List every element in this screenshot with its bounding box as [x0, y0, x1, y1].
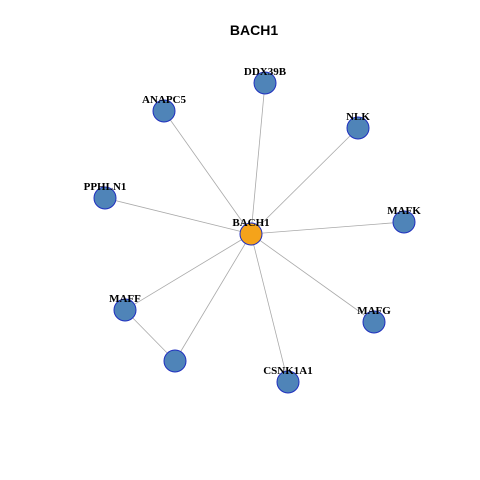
node-label-nlk: NLK	[346, 111, 370, 123]
node-label-mafk: MAFK	[387, 205, 421, 217]
edges-layer	[104, 82, 405, 383]
node-maff	[113, 298, 137, 322]
edge-bach1-unlabeled	[174, 233, 252, 362]
node-label-bach1: BACH1	[232, 217, 269, 229]
node-label-pphln1: PPHLN1	[84, 181, 127, 193]
node-label-anapc5: ANAPC5	[142, 94, 186, 106]
node-mafk	[392, 210, 416, 234]
node-ddx39b	[253, 71, 277, 95]
edge-bach1-mafk	[250, 221, 405, 235]
node-label-ddx39b: DDX39B	[244, 66, 287, 78]
node-label-csnk1a1: CSNK1A1	[263, 365, 313, 377]
edge-bach1-anapc5	[163, 110, 252, 235]
edge-bach1-nlk	[250, 127, 359, 235]
node-csnk1a1	[276, 370, 300, 394]
edge-bach1-ddx39b	[250, 82, 266, 235]
node-nlk	[346, 116, 370, 140]
node-label-maff: MAFF	[109, 293, 141, 305]
edge-bach1-pphln1	[104, 197, 252, 235]
node-pphln1	[93, 186, 117, 210]
node-unlabeled	[163, 349, 187, 373]
edge-maff-unlabeled	[124, 309, 176, 362]
edge-bach1-maff	[124, 233, 252, 311]
nodes-layer	[93, 71, 416, 394]
edge-bach1-csnk1a1	[250, 233, 289, 383]
node-anapc5	[152, 99, 176, 123]
node-mafg	[362, 310, 386, 334]
node-bach1	[239, 222, 263, 246]
node-label-mafg: MAFG	[357, 305, 391, 317]
edge-bach1-mafg	[250, 233, 375, 323]
graph-title: BACH1	[230, 22, 278, 38]
